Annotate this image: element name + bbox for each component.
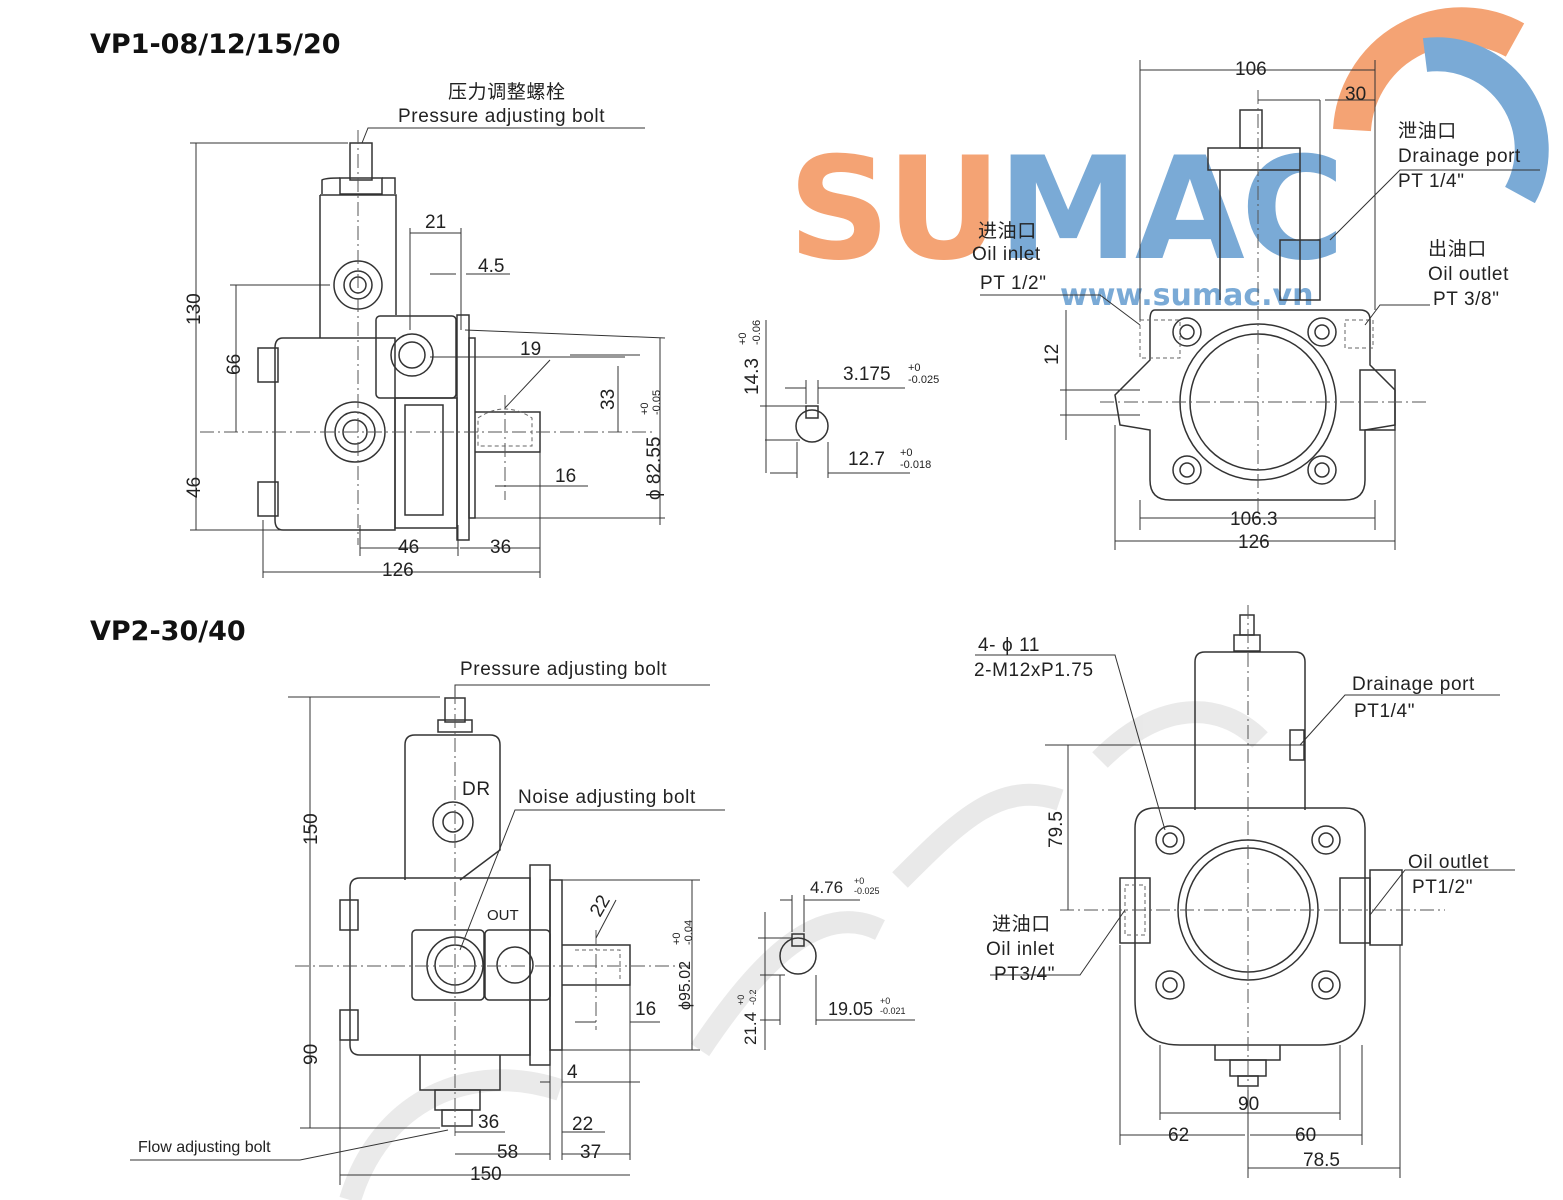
vp1-dim-14-3: 14.3 [742,358,763,395]
vp1-dim-16: 16 [555,466,576,487]
vp2-dim-37: 37 [580,1142,601,1163]
vp1-dim-12-7-tol-hi: +0 [900,447,913,459]
vp1-side-view [190,127,666,578]
vp2-dim-78-5: 78.5 [1303,1150,1340,1171]
vp1-dim-12-7: 12.7 [848,449,885,470]
vp1-drain-en: Drainage port [1398,146,1521,167]
vp2-dim-16: 16 [635,999,656,1020]
watermark-url: www.sumac.vn [1060,278,1313,313]
vp1-dim-3-175-tol-lo: -0.025 [908,374,939,386]
vp2-dim-150v: 150 [301,813,322,845]
vp1-dim-30: 30 [1345,84,1366,105]
vp2-dim-22a: 22 [586,892,615,921]
vp1-outlet-en: Oil outlet [1428,264,1509,285]
vp1-drain-cn: 泄油口 [1398,120,1457,142]
vp2-dim-62: 62 [1168,1125,1189,1146]
vp1-dim-19: 19 [520,339,541,360]
vp2-dim-19-05: 19.05 [828,999,873,1019]
section-title-vp2: VP2-30/40 [90,616,246,647]
vp1-dim-106: 106 [1235,59,1267,80]
watermark-brand: SUMAC [788,127,1341,292]
vp2-dim-150h: 150 [470,1164,502,1185]
vp1-dim-130: 130 [184,293,205,325]
watermark-brand-su: SU [788,127,998,292]
vp2-dim-21-4-tol-hi: +0 [736,995,746,1005]
vp1-dim-82-55-tol-lo: -0.05 [651,390,663,415]
watermark: SUMAC www.sumac.vn [339,7,1549,1200]
vp1-dim-46v: 46 [184,477,205,498]
vp2-dim-19-05-tol-lo: -0.021 [880,1006,906,1016]
vp2-side-view [130,684,725,1185]
vp1-dim-3-175: 3.175 [843,364,891,385]
vp2-flow-bolt: Flow adjusting bolt [138,1139,271,1156]
vp1-pressure-bolt-en: Pressure adjusting bolt [398,106,605,127]
vp1-dim-14-3-tol-hi: +0 [737,332,749,345]
vp2-out-label: OUT [487,907,519,924]
watermark-arc-blue [1422,37,1549,204]
vp2-dim-21-4: 21.4 [741,1012,760,1045]
vp2-dim-79-5: 79.5 [1046,811,1067,848]
vp2-dim-90h: 90 [1238,1094,1259,1115]
watermark-faint-logo [339,701,1268,1200]
vp2-outlet-size: PT1/2" [1412,877,1473,898]
vp1-outlet-cn: 出油口 [1428,238,1487,260]
vp1-dim-12: 12 [1042,344,1063,365]
vp2-dim-4: 4 [567,1062,578,1083]
vp2-front-view [975,605,1515,1178]
vp2-thread: 2-M12xP1.75 [974,660,1094,681]
vp1-dim-12-7-tol-lo: -0.018 [900,459,931,471]
vp2-dim-90v: 90 [301,1044,322,1065]
vp2-dim-4-76: 4.76 [810,878,843,897]
section-title-vp1: VP1-08/12/15/20 [90,29,341,60]
vp1-inlet-size: PT 1/2" [980,273,1047,294]
vp2-dim-60: 60 [1295,1125,1316,1146]
vp1-drain-size: PT 1/4" [1398,171,1465,192]
vp1-front-view [980,60,1540,550]
vp2-dim-22b: 22 [572,1114,593,1135]
vp1-dim-66: 66 [224,354,245,375]
vp2-dim-36: 36 [478,1112,499,1133]
vp1-dim-33: 33 [598,389,619,410]
vp1-dim-21: 21 [425,212,446,233]
vp1-dim-82-55-tol-hi: +0 [639,402,651,415]
vp1-dim-46h: 46 [398,537,419,558]
vp1-dim-3-175-tol-hi: +0 [908,362,921,374]
vp1-dim-82-55: ϕ 82.55 [644,437,665,500]
vp2-dim-95-02-tol-lo: -0.04 [683,920,695,945]
vp1-outlet-size: PT 3/8" [1433,289,1500,310]
vp2-dim-58: 58 [497,1142,518,1163]
vp2-holes: 4- ϕ 11 [978,635,1040,656]
vp2-inlet-cn: 进油口 [992,913,1051,935]
vp2-drain-size: PT1/4" [1354,701,1415,722]
vp2-inlet-en: Oil inlet [986,939,1055,960]
vp2-dim-4-76-tol-hi: +0 [854,876,864,886]
vp1-inlet-cn: 进油口 [978,220,1037,242]
watermark-brand-mac: MAC [998,127,1341,292]
vp2-shaft-key-detail [758,895,915,1050]
vp1-inlet-en: Oil inlet [972,244,1041,265]
vp1-dim-14-3-tol-lo: -0.06 [751,320,763,345]
vp2-noise-bolt: Noise adjusting bolt [518,787,696,808]
vp1-dim-4-5: 4.5 [478,256,504,277]
vp1-dim-36: 36 [490,537,511,558]
vp1-pressure-bolt-cn: 压力调整螺栓 [448,81,566,103]
vp2-dim-95-02: ϕ95.02 [677,961,694,1010]
vp2-dim-21-4-tol-lo: -0.2 [748,989,758,1005]
vp2-drain-en: Drainage port [1352,674,1475,695]
vp2-dim-4-76-tol-lo: -0.025 [854,886,880,896]
vp2-inlet-size: PT3/4" [994,964,1055,985]
vp2-pressure-bolt-en: Pressure adjusting bolt [460,659,667,680]
vp1-dim-106-3: 106.3 [1230,509,1278,530]
vp2-dr-label: DR [462,779,491,800]
vp2-dim-95-02-tol-hi: +0 [671,932,683,945]
watermark-arc-orange [1333,7,1525,132]
vp2-outlet-en: Oil outlet [1408,852,1489,873]
vp1-dim-126: 126 [382,560,414,581]
vp1-dim-126b: 126 [1238,532,1270,553]
vp1-shaft-key-detail [760,320,910,478]
vp2-dim-19-05-tol-hi: +0 [880,996,890,1006]
